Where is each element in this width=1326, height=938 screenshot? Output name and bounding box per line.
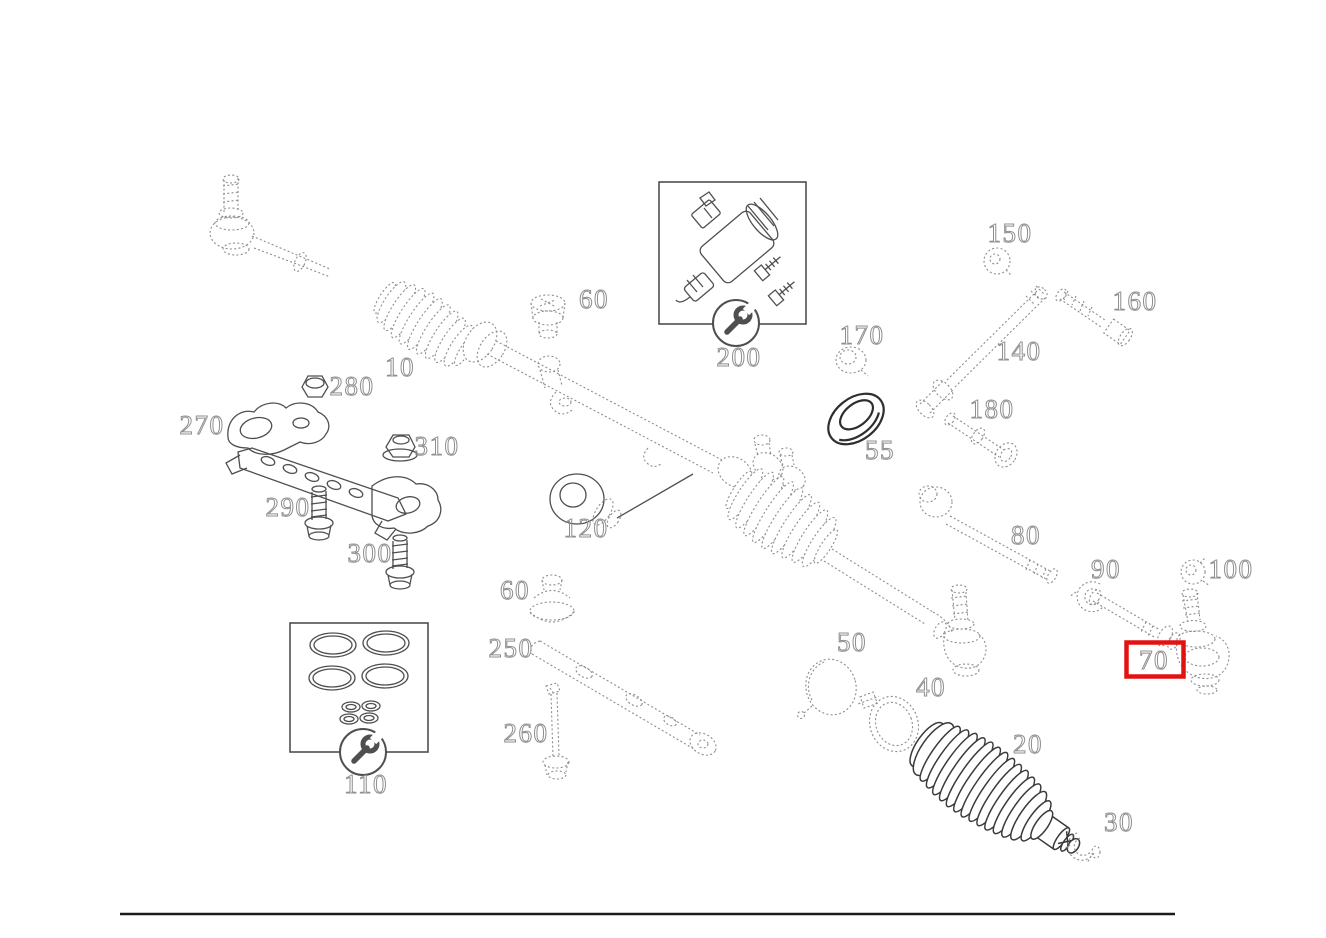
wrench-icon bbox=[712, 298, 760, 347]
valve-unit-drawing bbox=[675, 191, 795, 307]
callout-80[interactable]: 80 bbox=[1011, 520, 1041, 551]
callout-200[interactable]: 200 bbox=[716, 342, 762, 373]
seal-rings-drawing bbox=[308, 630, 410, 725]
callout-70-highlighted[interactable]: 70 bbox=[1139, 645, 1169, 676]
callout-290[interactable]: 290 bbox=[265, 492, 311, 523]
left-tie-rod-end-drawing bbox=[209, 174, 331, 278]
outer-tie-rod-end-70-drawing bbox=[1088, 588, 1230, 695]
bolt-300-drawing bbox=[385, 534, 415, 590]
kit-box-200 bbox=[658, 181, 807, 347]
steering-rack-drawing bbox=[373, 281, 987, 677]
callout-250[interactable]: 250 bbox=[488, 633, 534, 664]
callout-55[interactable]: 55 bbox=[865, 435, 895, 466]
callout-20[interactable]: 20 bbox=[1013, 729, 1043, 760]
callout-260[interactable]: 260 bbox=[503, 718, 549, 749]
clamp-40-drawing bbox=[858, 691, 920, 753]
callout-110[interactable]: 110 bbox=[344, 769, 388, 800]
washer-100-drawing bbox=[1180, 556, 1211, 587]
bolt-160-drawing bbox=[1055, 288, 1133, 347]
callout-300[interactable]: 300 bbox=[347, 538, 393, 569]
highlight-box-70 bbox=[1124, 640, 1186, 679]
callout-100[interactable]: 100 bbox=[1208, 554, 1254, 585]
callout-60-lower[interactable]: 60 bbox=[500, 575, 530, 606]
callout-150[interactable]: 150 bbox=[987, 218, 1033, 249]
clip-30-drawing bbox=[1062, 832, 1101, 864]
crossmember-270-drawing bbox=[225, 402, 442, 541]
mount-60-upper-drawing bbox=[530, 294, 566, 339]
bolt-290-drawing bbox=[304, 485, 334, 541]
callout-40[interactable]: 40 bbox=[916, 672, 946, 703]
seal-55-drawing bbox=[827, 392, 885, 446]
nut-280-drawing bbox=[301, 375, 329, 398]
wrench-icon bbox=[339, 727, 387, 776]
locknut-90-drawing bbox=[1068, 581, 1104, 613]
callout-170[interactable]: 170 bbox=[839, 320, 885, 351]
washer-150-drawing bbox=[983, 247, 1013, 277]
bracket-250-drawing bbox=[530, 640, 717, 756]
callout-10[interactable]: 10 bbox=[385, 352, 415, 383]
clamp-50-drawing bbox=[796, 658, 857, 720]
callout-30[interactable]: 30 bbox=[1104, 807, 1134, 838]
ring-170-drawing bbox=[835, 346, 869, 377]
callout-120[interactable]: 120 bbox=[563, 513, 609, 544]
callout-50[interactable]: 50 bbox=[837, 627, 867, 658]
callout-310[interactable]: 310 bbox=[414, 431, 460, 462]
callout-90[interactable]: 90 bbox=[1091, 554, 1121, 585]
callout-180[interactable]: 180 bbox=[969, 394, 1015, 425]
rod-180-drawing bbox=[944, 412, 1018, 468]
grommet-120-drawing bbox=[549, 473, 694, 529]
flange-nut-310-drawing bbox=[382, 434, 418, 462]
boot-20-drawing bbox=[909, 721, 1081, 854]
callout-labels: 10 60 280 270 310 290 120 300 60 250 260… bbox=[179, 218, 1254, 838]
callout-280[interactable]: 280 bbox=[329, 371, 375, 402]
callout-140[interactable]: 140 bbox=[996, 336, 1042, 367]
bolt-260-drawing bbox=[542, 682, 570, 780]
mount-60-lower-drawing bbox=[529, 574, 575, 623]
inner-tie-rod-80-drawing bbox=[918, 485, 1058, 584]
kit-box-110 bbox=[289, 622, 429, 776]
callout-160[interactable]: 160 bbox=[1112, 286, 1158, 317]
callout-60-upper[interactable]: 60 bbox=[579, 284, 609, 315]
leader-line-120 bbox=[616, 473, 694, 519]
callout-270[interactable]: 270 bbox=[179, 410, 225, 441]
